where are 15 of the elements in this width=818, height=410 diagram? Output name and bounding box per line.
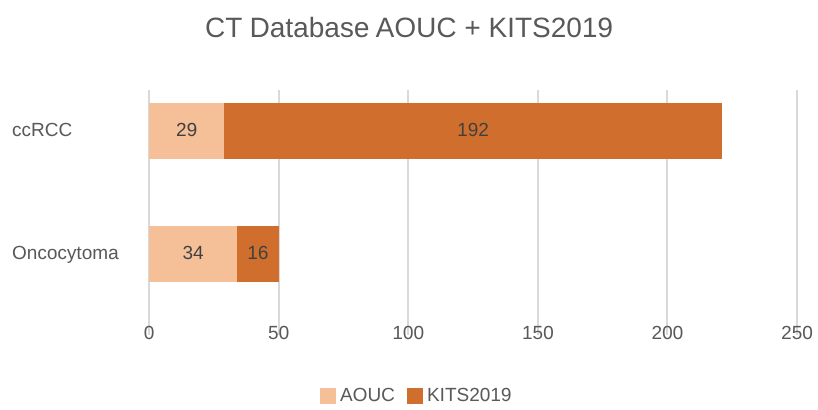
category-label: ccRCC <box>12 119 72 144</box>
data-label: 16 <box>246 242 270 266</box>
tick-label: 100 <box>391 323 426 345</box>
tick-label: 50 <box>267 323 290 345</box>
data-label: 192 <box>456 119 490 144</box>
tick-label: 200 <box>650 323 684 345</box>
category-label: Oncocytoma <box>12 242 119 266</box>
legend-label: AOUC <box>340 385 395 407</box>
data-label: 29 <box>175 119 198 144</box>
tick-label: 250 <box>780 323 814 345</box>
data-label: 34 <box>181 242 205 266</box>
legend-label: KITS2019 <box>427 385 512 407</box>
tick-label: 150 <box>520 323 555 345</box>
tick-label: 0 <box>142 323 156 345</box>
chart-title: CT Database AOUC + KITS2019 <box>204 11 614 45</box>
